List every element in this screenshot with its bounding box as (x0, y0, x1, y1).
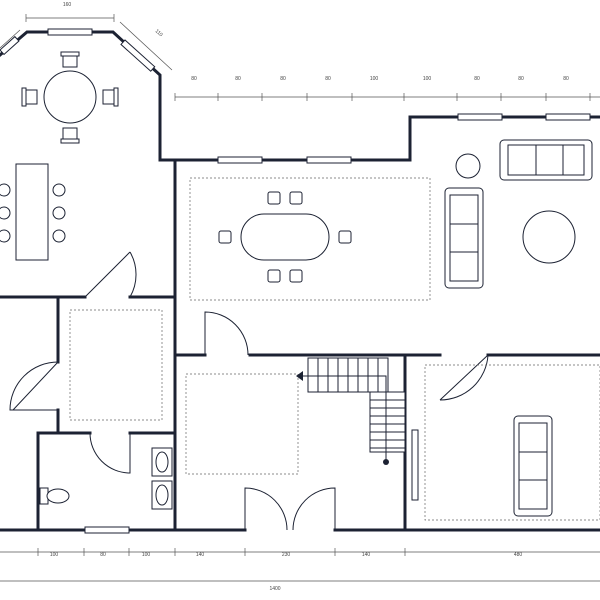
rugs (69, 177, 600, 521)
bottom-dimension-line: 100 80 100 140 230 140 480 1400 (0, 548, 600, 592)
round-table-set (21, 51, 119, 144)
toilet (39, 487, 70, 505)
dim-label: 140 (196, 552, 205, 558)
dim-label: 140 (362, 552, 371, 558)
dim-label: 230 (282, 552, 291, 558)
door (439, 354, 489, 401)
arrow-head-icon (296, 371, 303, 381)
console-table (411, 429, 419, 501)
door (84, 251, 137, 298)
window (47, 28, 93, 36)
dim-label: 80 (280, 76, 286, 82)
staircase (307, 357, 406, 453)
dim-label: 80 (518, 76, 524, 82)
double-door (244, 487, 336, 531)
stair-arrow (300, 375, 387, 462)
long-dining-table (0, 163, 66, 261)
dim-label: 110 (154, 28, 164, 38)
dim-label: 160 (63, 2, 72, 8)
dim-label: 100 (50, 552, 59, 558)
window (457, 113, 503, 121)
door (9, 361, 59, 411)
dim-label: 100 (370, 76, 379, 82)
window (0, 35, 20, 56)
door (89, 432, 131, 474)
dim-label: 80 (563, 76, 569, 82)
dim-label: 480 (514, 552, 523, 558)
door (204, 311, 249, 356)
coffee-table (522, 210, 576, 264)
window (217, 156, 263, 164)
dim-label: 100 (142, 552, 151, 558)
sinks (151, 447, 173, 510)
windows (0, 28, 591, 534)
sofa (499, 139, 593, 181)
total-width-label: 1400 (269, 586, 280, 592)
sofa (513, 415, 553, 517)
dim-label: 80 (235, 76, 241, 82)
oval-table-set (218, 191, 352, 283)
window (120, 39, 156, 72)
window (84, 526, 130, 534)
dim-label: 80 (474, 76, 480, 82)
sofa (444, 187, 484, 289)
top-dimension-line: 80 80 80 80 100 100 80 80 80 (174, 76, 600, 101)
dim-label: 100 (423, 76, 432, 82)
doors (9, 251, 489, 531)
window (545, 113, 591, 121)
stair-start-dot (383, 459, 389, 465)
window (306, 156, 352, 164)
dim-label: 80 (325, 76, 331, 82)
dim-label: 80 (100, 552, 106, 558)
side-table (455, 153, 481, 179)
octagon-dimension: 160 110 (0, 2, 173, 71)
dim-label: 80 (191, 76, 197, 82)
